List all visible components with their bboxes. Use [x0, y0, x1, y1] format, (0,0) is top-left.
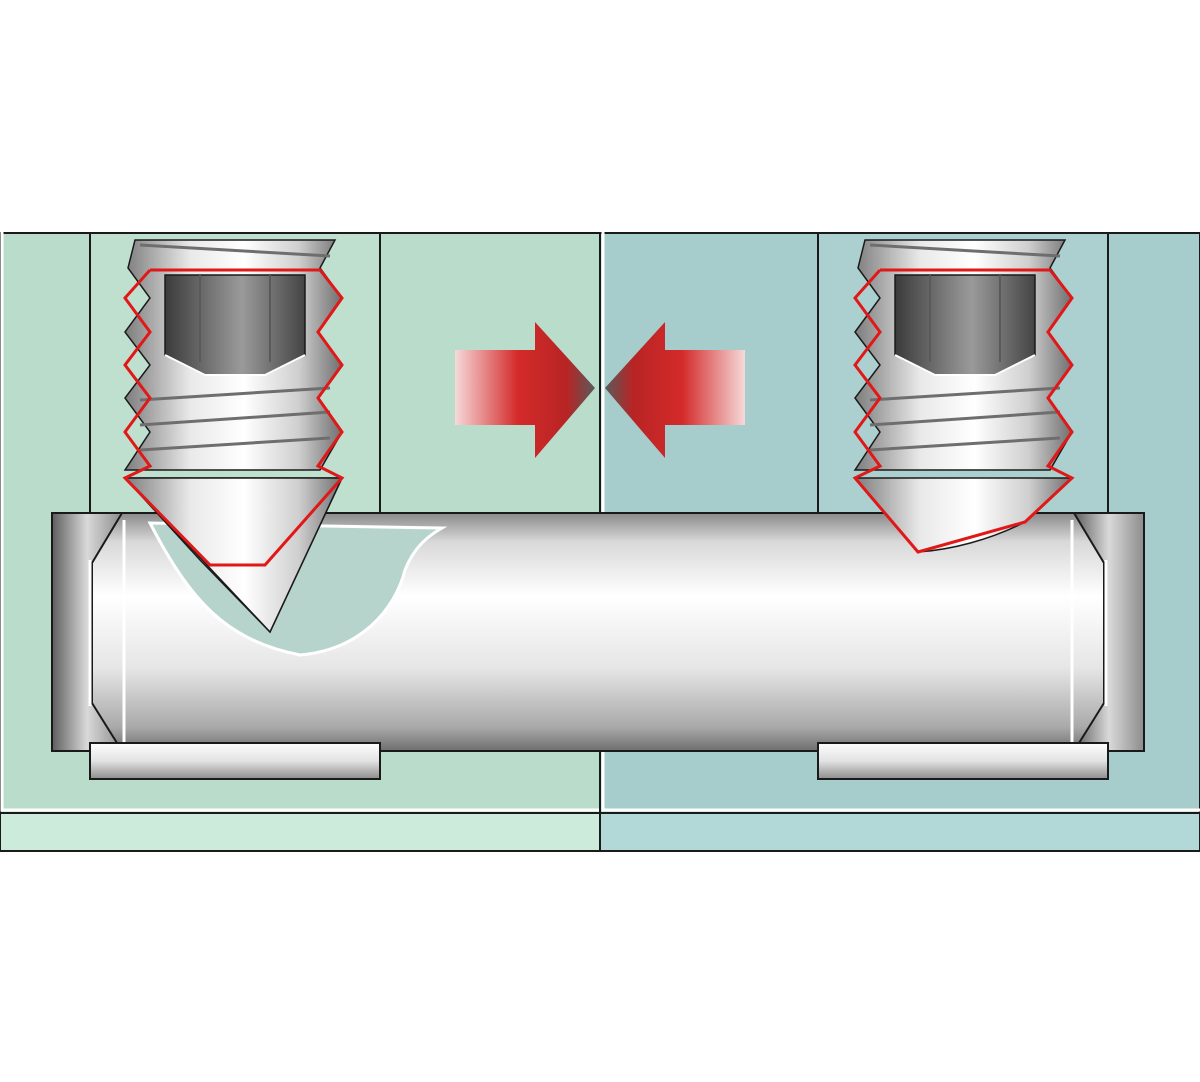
right-thread-contour — [852, 268, 1075, 554]
right-bottom-slot — [817, 742, 1109, 780]
arrow-right-pointing — [455, 322, 595, 458]
left-grub-screw — [122, 239, 345, 634]
connector-pin-right-end — [1072, 512, 1145, 752]
connector-pin — [51, 512, 1145, 752]
arrow-left-pointing — [605, 322, 745, 458]
left-hex-socket — [164, 274, 306, 376]
right-grub-screw — [852, 239, 1075, 554]
left-bottom-slot — [89, 742, 381, 780]
right-profile-strip — [599, 812, 1200, 852]
clamping-arrows — [455, 322, 745, 458]
right-hex-socket — [894, 274, 1036, 376]
left-profile-strip — [0, 812, 601, 852]
left-thread-contour — [122, 268, 345, 567]
connector-pin-left-end — [51, 512, 124, 752]
